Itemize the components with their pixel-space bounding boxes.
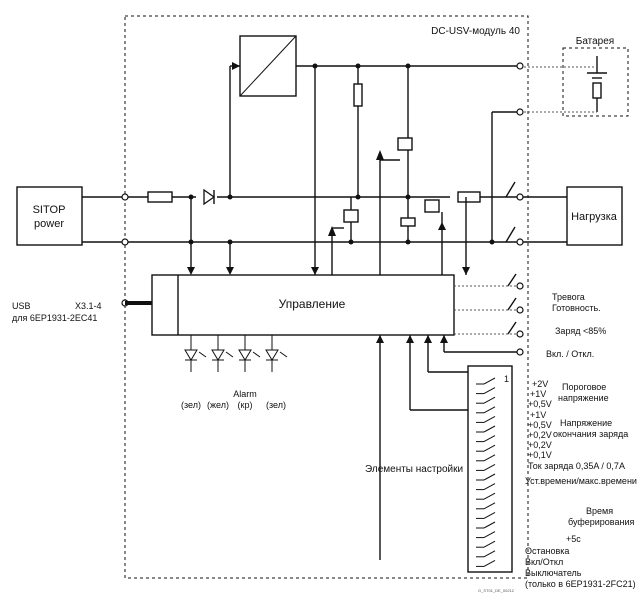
value-8: +0,1V — [528, 450, 552, 460]
dip-switch-lever — [483, 511, 496, 519]
buffer-value: +5с — [566, 534, 581, 544]
settings-dip-switches — [467, 365, 513, 573]
led-green2-label: (зел) — [266, 400, 286, 410]
control-block — [151, 274, 455, 336]
switch-onoff-label: Вкл/Откл — [525, 557, 563, 567]
time-mode: Уст.времени/макс.времени — [525, 476, 637, 486]
dip-switch-lever — [483, 473, 496, 481]
dip-switch-lever — [483, 377, 496, 385]
threshold-label-2: напряжение — [558, 393, 609, 403]
resistor — [353, 83, 363, 107]
sitop-power-block — [16, 186, 83, 246]
buffer-label: Время — [586, 506, 613, 516]
endcharge-label: Напряжение — [560, 418, 612, 428]
dip-switch-lever — [483, 454, 496, 462]
value-2: +1V — [530, 389, 546, 399]
dip-switch-lever — [483, 435, 496, 443]
fuse — [147, 191, 173, 203]
switch-label: Выключатель — [525, 568, 582, 578]
figure-id: G_ST01_DE_00212 — [478, 588, 515, 593]
value-1: +2V — [532, 379, 548, 389]
dip-switch-lever — [483, 396, 496, 404]
shunt-resistor — [457, 191, 481, 203]
led-green1-label: (зел) — [181, 400, 201, 410]
usb-model: для 6EP1931-2EC41 — [12, 313, 97, 323]
dip-switch-lever — [483, 425, 496, 433]
led-yellow-label: (жел) — [207, 400, 229, 410]
battery-boundary — [562, 47, 629, 117]
module-title: DC-USV-модуль 40 — [431, 26, 520, 37]
value-3: +0,5V — [528, 399, 552, 409]
dip-switch-lever — [483, 521, 496, 529]
led-red-label: (кр) — [238, 400, 253, 410]
dip-switch-lever — [483, 387, 496, 395]
led-group — [184, 335, 288, 372]
dip-switch-lever — [483, 492, 496, 500]
usb-connector: X3.1-4 — [75, 301, 102, 311]
dip-switch-lever — [483, 559, 496, 567]
dip-switch-lever — [483, 406, 496, 414]
settings-title: Элементы настройки — [365, 464, 463, 475]
stop-label: Остановка — [525, 546, 569, 556]
load-block — [566, 186, 623, 246]
dip-switch-lever — [483, 444, 496, 452]
dip-switch-lever — [483, 550, 496, 558]
dip-switch-lever — [483, 483, 496, 491]
output-ready: Готовность. — [552, 303, 601, 313]
value-7: +0,2V — [528, 440, 552, 450]
output-charge: Заряд <85% — [555, 326, 606, 336]
diode — [203, 188, 216, 206]
value-5: +0,5V — [528, 420, 552, 430]
value-4: +1V — [530, 410, 546, 420]
value-6: +0,2V — [528, 430, 552, 440]
output-alarm: Тревога — [552, 292, 585, 302]
endcharge-label-2: окончания заряда — [553, 429, 628, 439]
switch-model-note: (только в 6EP1931-2FC21) — [525, 579, 636, 589]
sitop-label: SITOP — [33, 204, 66, 216]
power-label: power — [34, 218, 64, 230]
output-onoff: Вкл. / Откл. — [546, 349, 594, 359]
usb-label: USB — [12, 301, 31, 311]
control-label: Управление — [279, 297, 346, 311]
dip-switch-lever — [483, 540, 496, 548]
load-label: Нагрузка — [571, 211, 618, 223]
charge-current: Ток заряда 0,35A / 0,7A — [528, 461, 625, 471]
dip-switch-lever — [483, 531, 496, 539]
switch-index: 1 — [504, 374, 509, 384]
dip-switch-lever — [483, 463, 496, 471]
dip-switch-lever — [483, 502, 496, 510]
battery-label: Батарея — [576, 36, 614, 47]
buffer-label-2: буферирования — [568, 517, 634, 527]
module-boundary — [124, 15, 529, 579]
threshold-label: Пороговое — [562, 382, 606, 392]
led-alarm-label: Alarm — [233, 389, 257, 399]
dip-switch-lever — [483, 415, 496, 423]
